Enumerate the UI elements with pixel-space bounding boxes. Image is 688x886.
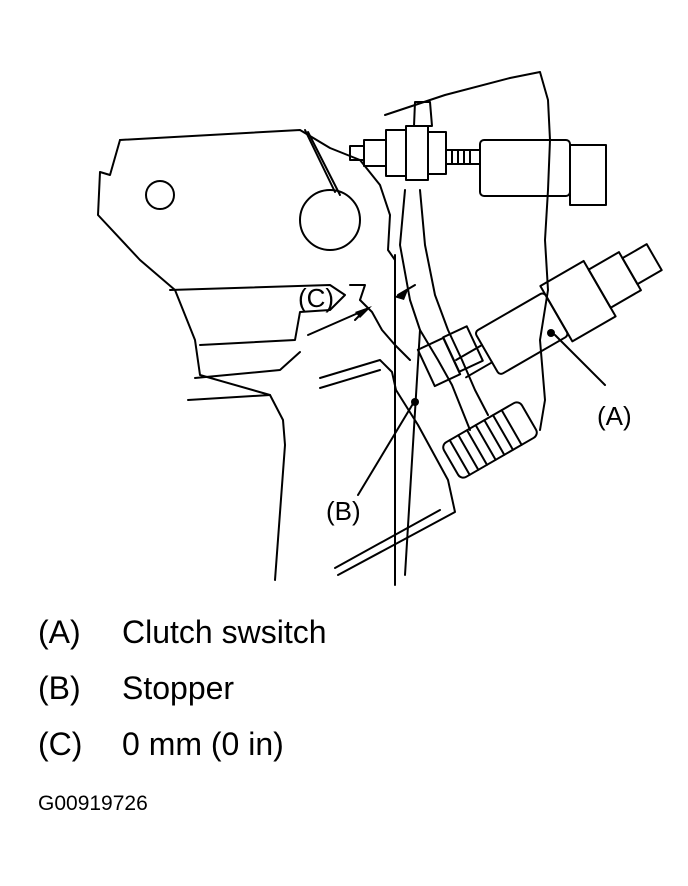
clutch-switch (455, 243, 663, 379)
leader-c-lower (307, 309, 366, 336)
callout-c: (C) (298, 283, 335, 313)
bracket-back-plate (384, 71, 551, 431)
bracket-upper-edge (119, 129, 396, 261)
legend-key: (C) (38, 726, 83, 762)
figure-id: G00919726 (38, 792, 148, 815)
clutch-pedal-diagram (97, 71, 663, 586)
spring-housing (442, 401, 538, 479)
legend-key: (A) (38, 614, 81, 650)
pivot-hole-large (299, 189, 361, 251)
stopper (319, 359, 456, 576)
legend-description: Clutch swsitch (122, 614, 327, 650)
legend-description: Stopper (122, 670, 235, 706)
leader-c-upper (349, 284, 366, 301)
legend-description: 0 mm (0 in) (122, 726, 284, 762)
pedal-arm (399, 189, 471, 431)
legend-key: (B) (38, 670, 81, 706)
pedal-bracket (97, 139, 286, 581)
pivot-hole-small (145, 180, 175, 210)
leader-a (554, 334, 606, 386)
leader-b (357, 401, 415, 496)
callout-b: (B) (326, 496, 361, 526)
callout-a: (A) (597, 401, 632, 431)
